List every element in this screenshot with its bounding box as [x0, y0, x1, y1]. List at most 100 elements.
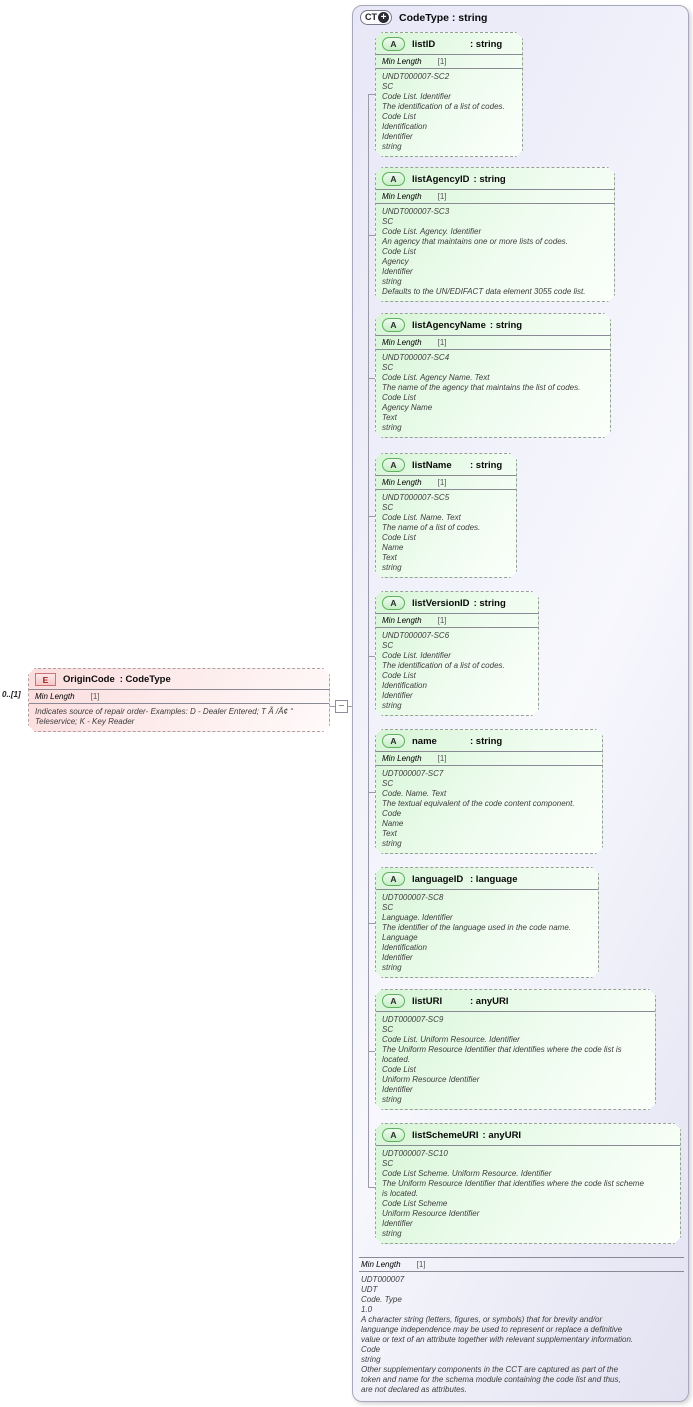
separator: [29, 689, 329, 690]
facet-value: [1]: [437, 478, 447, 487]
attribute-box-listname[interactable]: A listName : string Min Length [1] UNDT0…: [375, 453, 517, 578]
annotation-line: The Uniform Resource Identifier that ide…: [382, 1179, 644, 1188]
complextype-header: CT + CodeType : string: [360, 10, 487, 25]
collapse-toggle[interactable]: −: [335, 700, 348, 713]
attribute-header: A listVersionID : string: [376, 592, 538, 613]
attribute-icon: A: [382, 37, 405, 51]
tree-tick: [368, 378, 375, 379]
annotation-line: Defaults to the UN/EDIFACT data element …: [382, 287, 586, 296]
annotation-line: string: [361, 1355, 381, 1364]
separator: [376, 1145, 680, 1146]
annotation-line: The identification of a list of codes.: [382, 661, 505, 670]
attribute-name: listURI: [412, 995, 443, 1007]
attribute-header: A listAgencyID : string: [376, 168, 614, 189]
attribute-type: : string: [470, 38, 503, 50]
separator: [376, 475, 516, 476]
attribute-name: name: [412, 735, 437, 747]
annotation-line: Code List. Agency Name. Text: [382, 373, 490, 382]
attribute-icon: A: [382, 994, 405, 1008]
annotation-line: Code List Scheme. Uniform Resource. Iden…: [382, 1169, 552, 1178]
attribute-header: A name : string: [376, 730, 602, 751]
annotation-line: Text: [382, 829, 397, 838]
attribute-box-listversionid[interactable]: A listVersionID : string Min Length [1] …: [375, 591, 539, 716]
facet-value: [1]: [416, 1260, 426, 1269]
attribute-icon: A: [382, 318, 405, 332]
complextype-title: CodeType : string: [399, 11, 488, 24]
annotation-line: Code List: [382, 393, 416, 402]
annotation-line: UDT000007-SC7: [382, 769, 444, 778]
attribute-icon: A: [382, 734, 405, 748]
annotation-line: Agency: [382, 257, 409, 266]
annotation-line: The Uniform Resource Identifier that ide…: [382, 1045, 622, 1054]
facet-row: Min Length [1]: [376, 190, 614, 203]
annotation-line: Code List: [382, 247, 416, 256]
attribute-icon: A: [382, 458, 405, 472]
separator: [376, 751, 602, 752]
separator: [359, 1271, 684, 1272]
annotation-line: UDT000007-SC10: [382, 1149, 448, 1158]
annotation-line: Identification: [382, 681, 427, 690]
attribute-name: listSchemeURI: [412, 1129, 479, 1141]
attribute-box-name[interactable]: A name : string Min Length [1] UDT000007…: [375, 729, 603, 854]
facet-row: Min Length [1]: [376, 55, 522, 68]
attribute-box-listagencyname[interactable]: A listAgencyName : string Min Length [1]…: [375, 313, 611, 438]
annotation-line: UNDT000007-SC4: [382, 353, 450, 362]
facet-name: Min Length: [382, 57, 422, 66]
connector-line: [330, 706, 335, 707]
attribute-type: : string: [489, 319, 523, 331]
attribute-name: listAgencyID: [412, 173, 470, 185]
facet-row: Min Length [1]: [376, 752, 602, 765]
separator: [376, 765, 602, 766]
facet-value: [1]: [90, 692, 100, 701]
annotation-line: UNDT000007-SC6: [382, 631, 450, 640]
annotation-line: The identification of a list of codes.: [382, 102, 505, 111]
attribute-type: : string: [473, 173, 506, 185]
attribute-box-listagencyid[interactable]: A listAgencyID : string Min Length [1] U…: [375, 167, 615, 302]
annotation-line: Code. Name. Text: [382, 789, 447, 798]
annotation-line: SC: [382, 903, 394, 912]
complextype-box-codetype[interactable]: CT + CodeType : string A listID : string…: [352, 5, 689, 1402]
annotation-line: Identifier: [382, 267, 413, 276]
tree-tick: [368, 235, 375, 236]
attribute-type: : string: [473, 597, 506, 609]
annotation-line: The identifier of the language used in t…: [382, 923, 572, 932]
annotation-line: value or text of an attribute together w…: [361, 1335, 634, 1344]
tree-tick: [368, 516, 375, 517]
annotation-line: Code List. Agency. Identifier: [382, 227, 482, 236]
annotation-line: Indicates source of repair order- Exampl…: [35, 707, 293, 716]
annotation-line: Text: [382, 553, 397, 562]
element-box-origincode[interactable]: E OriginCode : CodeType Min Length [1] I…: [28, 668, 330, 732]
annotation-line: Other supplementary components in the CC…: [361, 1365, 619, 1374]
facet-name: Min Length: [35, 692, 75, 701]
facet-name: Min Length: [382, 338, 422, 347]
annotation-line: languange independence may be used to re…: [361, 1325, 623, 1334]
attribute-box-listid[interactable]: A listID : string Min Length [1] UNDT000…: [375, 32, 523, 157]
annotation-line: Teleservice; K - Key Reader: [35, 717, 135, 726]
attribute-icon: A: [382, 872, 405, 886]
annotation-line: The textual equivalent of the code conte…: [382, 799, 575, 808]
annotation-line: located.: [382, 1055, 411, 1064]
annotation-line: Code List: [382, 112, 416, 121]
annotation-line: Name: [382, 819, 404, 828]
tree-tick: [368, 1051, 375, 1052]
annotation-line: SC: [382, 1025, 394, 1034]
annotation-line: Identifier: [382, 132, 413, 141]
annotation-line: string: [382, 839, 402, 848]
annotation-line: SC: [382, 217, 394, 226]
facet-value: [1]: [437, 754, 447, 763]
annotation-line: string: [382, 1229, 402, 1238]
expand-plus-icon[interactable]: +: [378, 12, 389, 23]
annotation-line: Identification: [382, 122, 427, 131]
separator: [29, 703, 329, 704]
annotation-line: Uniform Resource Identifier: [382, 1209, 480, 1218]
annotation-line: Code: [382, 809, 402, 818]
separator: [376, 1011, 655, 1012]
facet-name: Min Length: [382, 478, 422, 487]
